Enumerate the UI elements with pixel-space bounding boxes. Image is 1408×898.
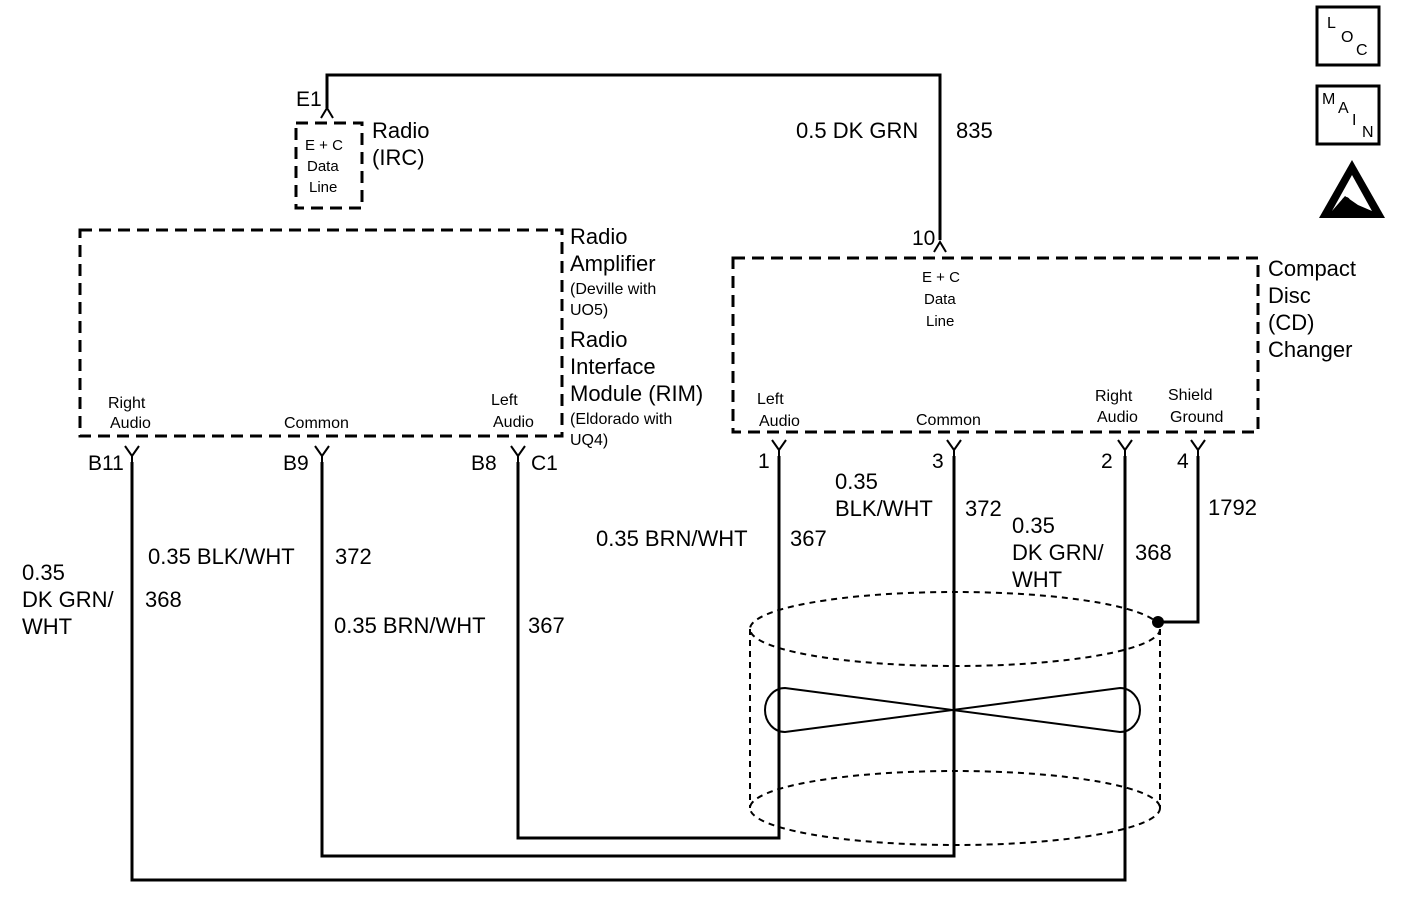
wire-835-color: 0.5 DK GRN (796, 118, 918, 143)
svg-text:Disc: Disc (1268, 283, 1311, 308)
cd-pin-3: 3 (932, 450, 944, 473)
pin-1-icon (771, 439, 787, 456)
svg-text:Audio: Audio (110, 415, 151, 432)
connector-b8: B8 (471, 452, 497, 475)
pin-3-icon (946, 439, 962, 456)
wire-1792-circuit: 1792 (1208, 495, 1257, 520)
cd-wire-372-circuit: 372 (965, 496, 1002, 521)
wire-368 (130, 456, 1127, 882)
cd-wire-368-gauge: 0.35 (1012, 513, 1055, 538)
cd-left-audio-label: Left (757, 391, 784, 408)
amp-left-audio-label: Left (491, 392, 518, 409)
esd-warning-icon[interactable] (1319, 160, 1385, 218)
cd-data-line-label: E + C (922, 269, 960, 286)
svg-text:Audio: Audio (759, 413, 800, 430)
svg-text:WHT: WHT (22, 614, 72, 639)
svg-text:UO5): UO5) (570, 302, 608, 319)
radio-name: Radio (372, 118, 429, 143)
pin-b8-icon (510, 445, 526, 462)
cd-wire-368-color: DK GRN/ (1012, 540, 1105, 565)
svg-text:I: I (1352, 112, 1356, 129)
cd-wire-368-circuit: 368 (1135, 540, 1172, 565)
connector-b11: B11 (88, 452, 124, 475)
svg-text:E + C: E + C (305, 137, 343, 154)
wire-368-gauge: 0.35 (22, 560, 65, 585)
twist-icon (764, 686, 1141, 734)
amplifier-box (78, 228, 564, 438)
svg-text:Interface: Interface (570, 354, 656, 379)
wire-835-circuit: 835 (956, 118, 993, 143)
wire-835 (325, 73, 942, 240)
connector-b9: B9 (283, 452, 309, 475)
radio-amplifier: Radio Amplifier (Deville with UO5) Radio… (78, 224, 703, 449)
svg-text:L: L (1327, 15, 1336, 32)
loc-icon[interactable]: L O C (1315, 5, 1381, 67)
cd-wire-372-color: BLK/WHT (835, 496, 933, 521)
e1-pin-icon (320, 106, 334, 119)
wire-367 (516, 456, 781, 840)
svg-text:Line: Line (309, 179, 337, 196)
svg-text:C: C (1356, 42, 1368, 59)
connector-e1: E1 (296, 88, 322, 111)
svg-text:Audio: Audio (493, 414, 534, 431)
wire-1792 (1158, 456, 1200, 624)
cd-pin-2: 2 (1101, 450, 1113, 473)
svg-text:UQ4): UQ4) (570, 432, 608, 449)
svg-text:(CD): (CD) (1268, 310, 1314, 335)
pin-2-icon (1117, 439, 1133, 456)
svg-text:Amplifier: Amplifier (570, 251, 656, 276)
amplifier-name: Radio (570, 224, 627, 249)
pin-4-icon (1190, 439, 1206, 456)
cd-shield-ground-label: Shield (1168, 387, 1212, 404)
svg-text:M: M (1322, 91, 1335, 108)
pin-b11-icon (124, 445, 140, 462)
wire-367-circuit: 367 (528, 613, 565, 638)
cd-changer-box (731, 256, 1260, 434)
svg-text:Ground: Ground (1170, 409, 1223, 426)
pin-b9-icon (314, 445, 330, 462)
shield-splice-dot (1152, 616, 1164, 628)
svg-text:Module (RIM): Module (RIM) (570, 381, 703, 406)
svg-text:Radio: Radio (570, 327, 627, 352)
connector-c1: C1 (531, 452, 558, 475)
svg-text:Line: Line (926, 313, 954, 330)
cd-common-label: Common (916, 412, 981, 429)
svg-text:Changer: Changer (1268, 337, 1352, 362)
svg-text:(Deville with: (Deville with (570, 281, 656, 298)
cd-changer: Compact Disc (CD) Changer 10 E + C Data … (731, 227, 1356, 434)
wire-368-color: DK GRN/ (22, 587, 115, 612)
svg-text:Audio: Audio (1097, 409, 1138, 426)
svg-text:A: A (1338, 100, 1349, 117)
cd-pin-1: 1 (758, 450, 770, 473)
cd-pin-4: 4 (1177, 450, 1189, 473)
radio-irc: E1 E + C Data Line Radio (IRC) (294, 88, 429, 210)
main-icon[interactable]: M A I N (1315, 84, 1381, 146)
amp-common-label: Common (284, 415, 349, 432)
wire-372-color: 0.35 BLK/WHT (148, 544, 295, 569)
svg-text:Data: Data (307, 158, 339, 175)
cd-pin-10: 10 (912, 227, 935, 250)
shielded-cable (749, 591, 1161, 846)
svg-text:Data: Data (924, 291, 956, 308)
cd-right-audio-label: Right (1095, 388, 1133, 405)
wire-368-circuit: 368 (145, 587, 182, 612)
svg-text:O: O (1341, 29, 1353, 46)
cd-wire-367-circuit: 367 (790, 526, 827, 551)
wire-372-circuit: 372 (335, 544, 372, 569)
svg-text:WHT: WHT (1012, 567, 1062, 592)
wire-372 (320, 456, 956, 858)
pin-10-icon (933, 240, 947, 253)
cd-wire-367-color: 0.35 BRN/WHT (596, 526, 748, 551)
amp-right-audio-label: Right (108, 395, 146, 412)
svg-text:N: N (1362, 124, 1374, 141)
cd-wire-372-gauge: 0.35 (835, 469, 878, 494)
svg-text:(IRC): (IRC) (372, 145, 425, 170)
wire-367-color: 0.35 BRN/WHT (334, 613, 486, 638)
svg-text:(Eldorado with: (Eldorado with (570, 411, 672, 428)
cd-changer-name: Compact (1268, 256, 1356, 281)
